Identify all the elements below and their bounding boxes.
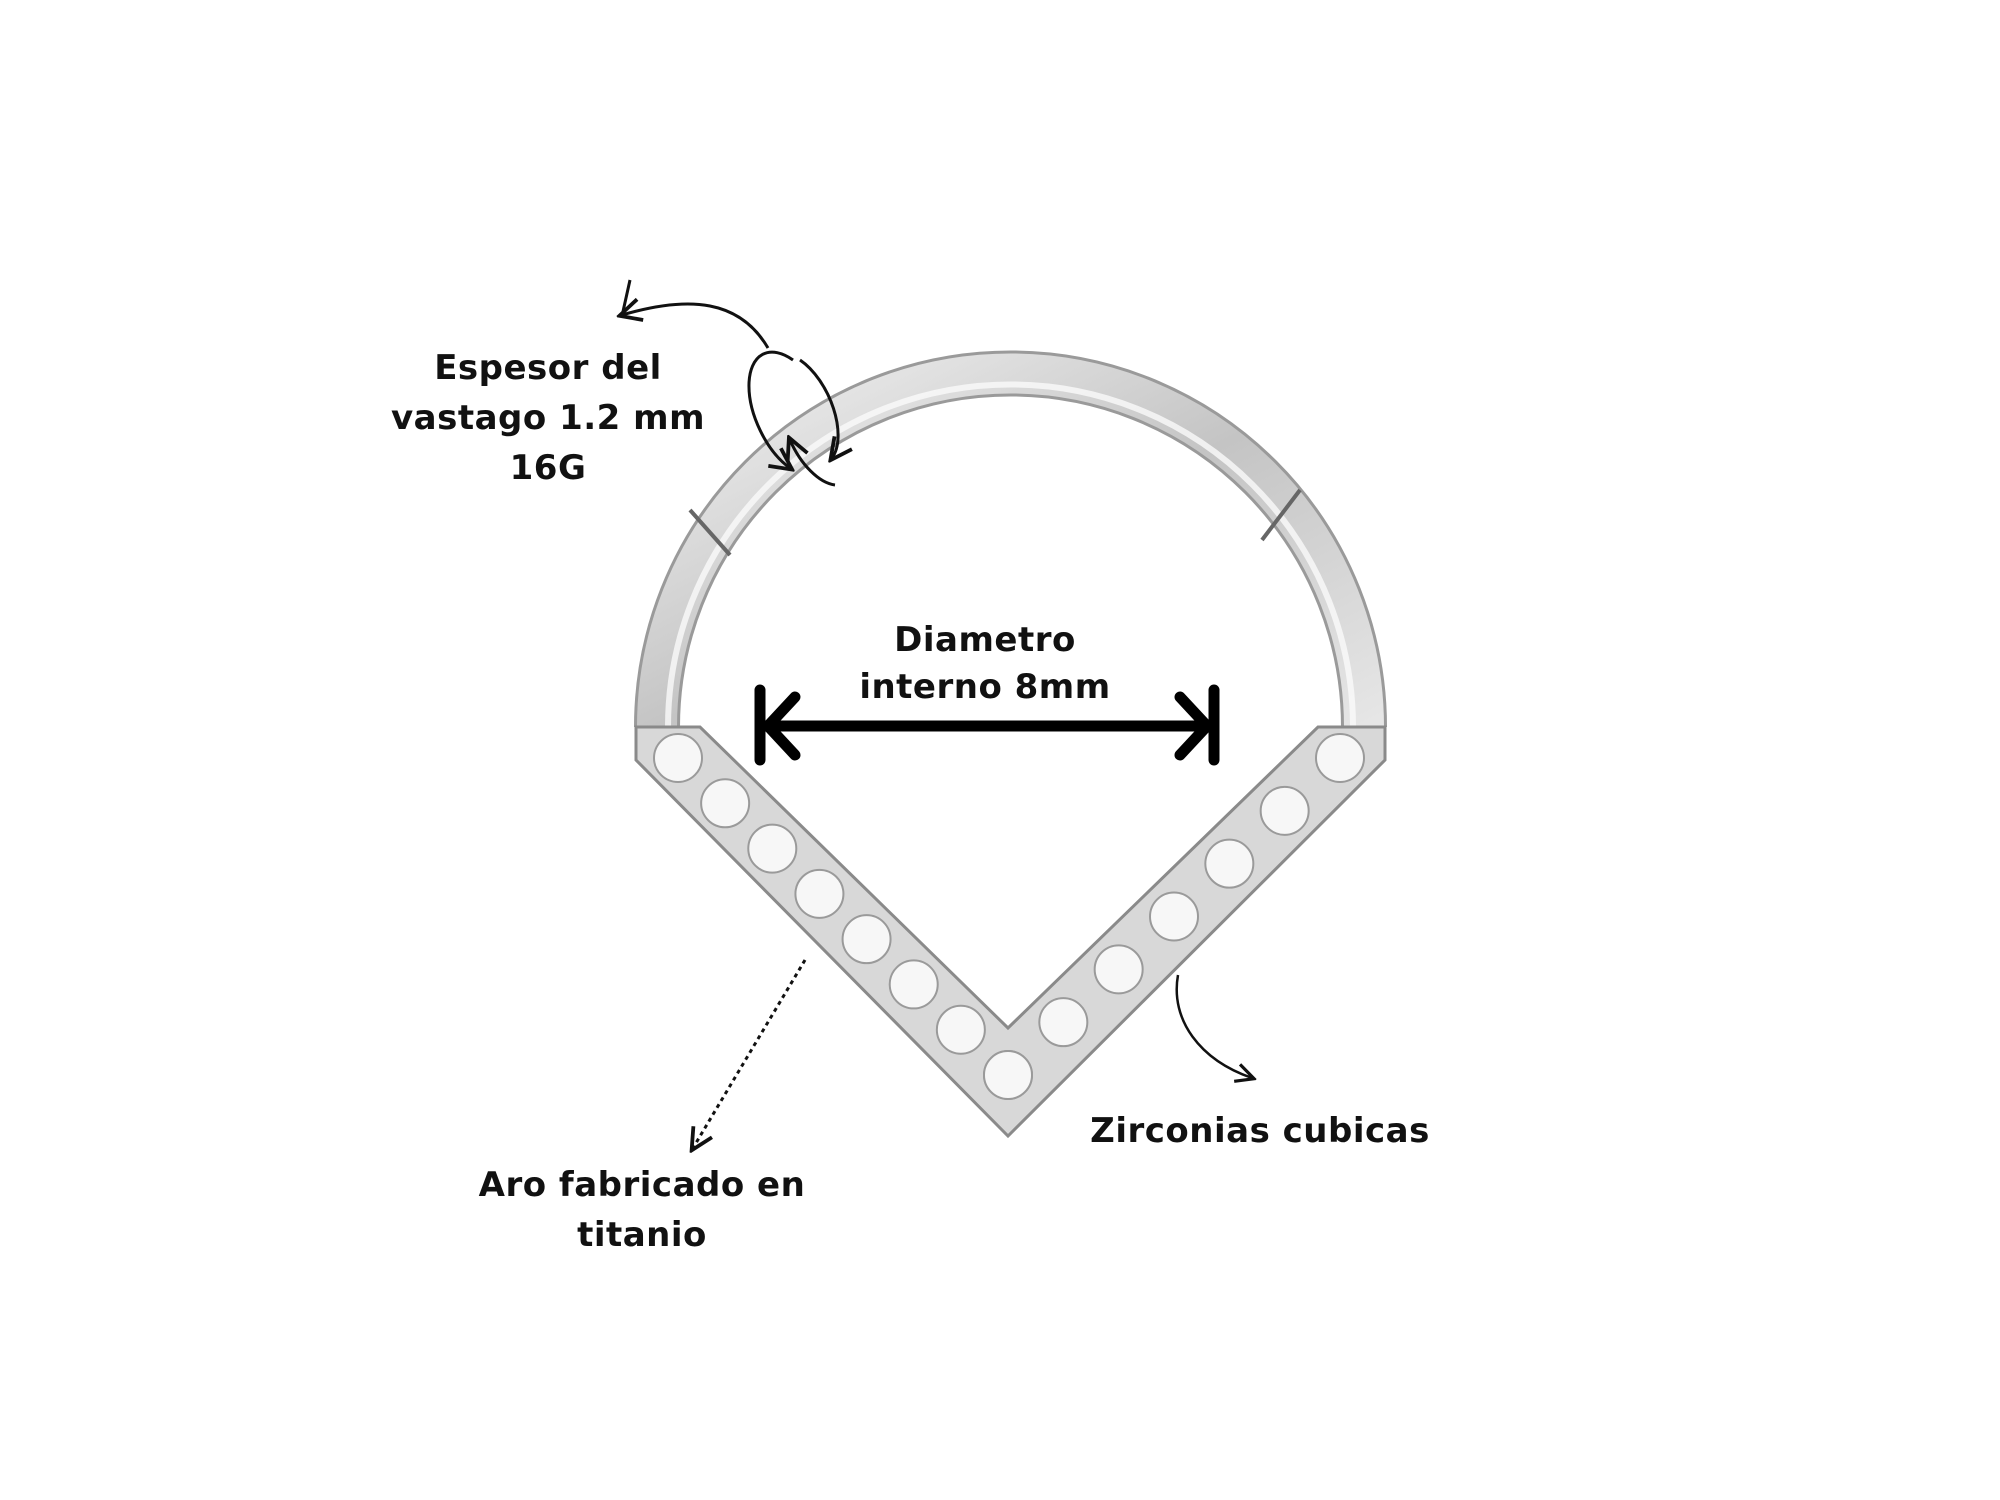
ring-hoop xyxy=(634,350,1387,728)
gem-bar xyxy=(634,725,1387,1139)
cubic-zirconia-stones xyxy=(653,733,1365,1100)
material-label: Aro fabricado en titanio xyxy=(472,1160,812,1260)
zirconia-stone xyxy=(983,1050,1033,1100)
zirconia-stone xyxy=(888,959,939,1010)
zirconia-stone xyxy=(1204,838,1255,889)
thickness-label-line2: vastago 1.2 mm xyxy=(391,398,705,438)
zirconia-stone xyxy=(794,868,845,919)
stones-label-line1: Zirconias cubicas xyxy=(1090,1111,1430,1151)
zirconia-stone xyxy=(1038,997,1089,1048)
stones-label: Zirconias cubicas xyxy=(1060,1106,1460,1156)
zirconia-stone xyxy=(1149,891,1199,942)
thickness-label-line3: 16G xyxy=(509,448,587,488)
material-pointer-arrow xyxy=(693,959,807,1148)
zirconia-stone xyxy=(1259,785,1310,836)
thickness-label-line1: Espesor del xyxy=(434,348,662,388)
zirconia-stone xyxy=(747,823,798,874)
diameter-label-line2: interno 8mm xyxy=(859,667,1111,707)
material-label-line2: titanio xyxy=(577,1215,707,1255)
diameter-label: Diametro interno 8mm xyxy=(835,617,1135,711)
zirconia-stone xyxy=(1093,944,1144,995)
zirconia-stone xyxy=(1315,733,1365,783)
diameter-label-line1: Diametro xyxy=(894,620,1076,660)
material-label-line1: Aro fabricado en xyxy=(478,1165,806,1205)
zirconia-stone xyxy=(935,1004,986,1055)
zirconia-stone xyxy=(700,778,751,829)
zirconia-stone xyxy=(653,733,703,783)
zirconia-stone xyxy=(841,914,892,965)
diameter-arrow xyxy=(754,684,1220,766)
thickness-pointer-arrow xyxy=(622,304,770,349)
stones-pointer-arrow xyxy=(1175,974,1252,1078)
thickness-label: Espesor del vastago 1.2 mm 16G xyxy=(388,343,708,493)
thickness-indicator-icon xyxy=(747,350,838,487)
